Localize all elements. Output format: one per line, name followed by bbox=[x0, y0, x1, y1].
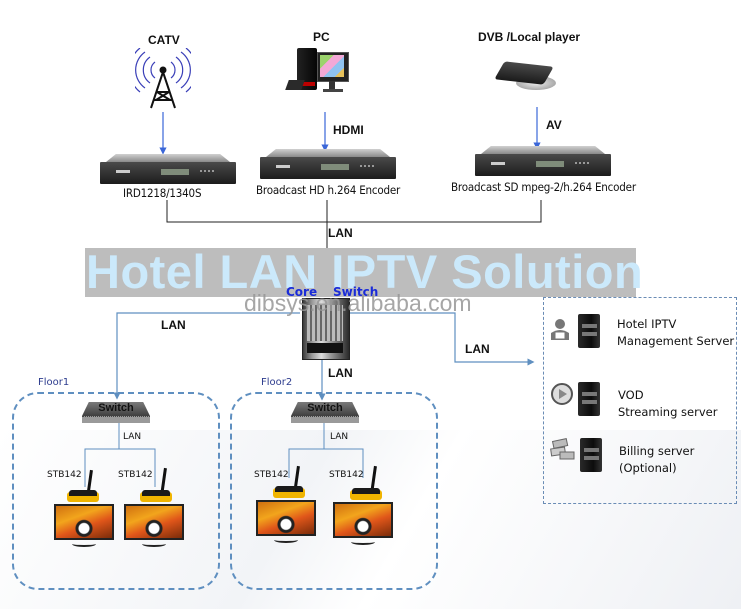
floor1-stb1 bbox=[67, 490, 99, 502]
floor2-stb1-label: STB142 bbox=[254, 470, 289, 480]
floor2-stb2 bbox=[350, 488, 382, 500]
floor1-stb2 bbox=[140, 490, 172, 502]
floor2-lan-label: LAN bbox=[328, 366, 353, 380]
servers-lan-label: LAN bbox=[465, 342, 490, 356]
floor2-stb-bus-h bbox=[288, 448, 364, 478]
ird-label: IRD1218/1340S bbox=[123, 186, 202, 200]
floor1-stb-link-label: LAN bbox=[123, 432, 142, 442]
billing-server-line1: Billing server bbox=[619, 444, 695, 458]
floor2-switch: Switch bbox=[291, 402, 359, 423]
antenna-tower-icon bbox=[135, 48, 191, 109]
floor1-tv2 bbox=[124, 504, 184, 548]
floor1-tv1 bbox=[54, 504, 114, 548]
floor2-stb2-label: STB142 bbox=[329, 470, 364, 480]
admin-user-icon bbox=[551, 319, 569, 340]
floor1-switch-label: Switch bbox=[98, 402, 134, 414]
floor1-lan-label: LAN bbox=[161, 318, 186, 332]
billing-server-line2: (Optional) bbox=[619, 461, 677, 475]
headend-lan-label: LAN bbox=[328, 226, 353, 240]
management-server-label: Hotel IPTV Management Server bbox=[617, 316, 734, 350]
money-stack-icon bbox=[550, 438, 575, 460]
hdmi-label: HDMI bbox=[333, 123, 364, 137]
hd-encoder-device bbox=[260, 157, 396, 179]
billing-server-icon bbox=[580, 438, 602, 472]
server-group bbox=[543, 297, 737, 504]
vod-server-line2: Streaming server bbox=[618, 405, 718, 419]
title-banner bbox=[85, 248, 636, 297]
vod-server-line1: VOD bbox=[618, 388, 644, 402]
watermark: dibsys.en.alibaba.com bbox=[244, 290, 472, 316]
core-to-servers bbox=[345, 312, 535, 366]
management-server-icon bbox=[578, 314, 600, 348]
floor2-group bbox=[230, 392, 438, 590]
headend-lan-bus bbox=[166, 200, 542, 223]
floor1-group bbox=[12, 392, 220, 590]
core-to-floor1 bbox=[113, 312, 300, 400]
dvd-player-icon bbox=[494, 61, 558, 92]
floor1-label: Floor1 bbox=[38, 377, 70, 388]
floor1-stb2-label: STB142 bbox=[118, 470, 153, 480]
floor1-stb1-label: STB142 bbox=[47, 470, 82, 480]
dvb-label: DVB /Local player bbox=[478, 30, 581, 44]
switch-label: Switch bbox=[333, 285, 379, 299]
av-label: AV bbox=[546, 118, 562, 132]
floor2-tv2 bbox=[333, 502, 393, 546]
floor2-tv1 bbox=[256, 500, 316, 544]
page-title: Hotel LAN IPTV Solution bbox=[86, 245, 644, 298]
play-disc-icon bbox=[551, 383, 573, 405]
billing-server-label: Billing server (Optional) bbox=[619, 443, 694, 477]
core-label: Core bbox=[286, 285, 318, 299]
vod-server-icon bbox=[578, 382, 600, 416]
management-server-line1: Hotel IPTV bbox=[617, 317, 677, 331]
floor1-switch: Switch bbox=[82, 402, 150, 423]
desktop-pc-icon bbox=[285, 46, 351, 100]
floor2-switch-label: Switch bbox=[307, 402, 343, 414]
sd-encoder-label: Broadcast SD mpeg-2/h.264 Encoder bbox=[451, 180, 636, 194]
floor1-stb-bus-h bbox=[84, 448, 156, 487]
vod-server-label: VOD Streaming server bbox=[618, 387, 717, 421]
ird-device bbox=[100, 162, 236, 184]
core-switch-device bbox=[302, 298, 350, 360]
pc-label: PC bbox=[313, 30, 330, 44]
floor2-stb1 bbox=[273, 486, 305, 498]
sd-encoder-device bbox=[475, 154, 611, 176]
management-server-line2: Management Server bbox=[617, 334, 735, 348]
floor2-stb-link-label: LAN bbox=[330, 432, 349, 442]
catv-label: CATV bbox=[148, 33, 180, 47]
hd-encoder-label: Broadcast HD h.264 Encoder bbox=[256, 183, 401, 197]
floor2-label: Floor2 bbox=[261, 377, 293, 388]
